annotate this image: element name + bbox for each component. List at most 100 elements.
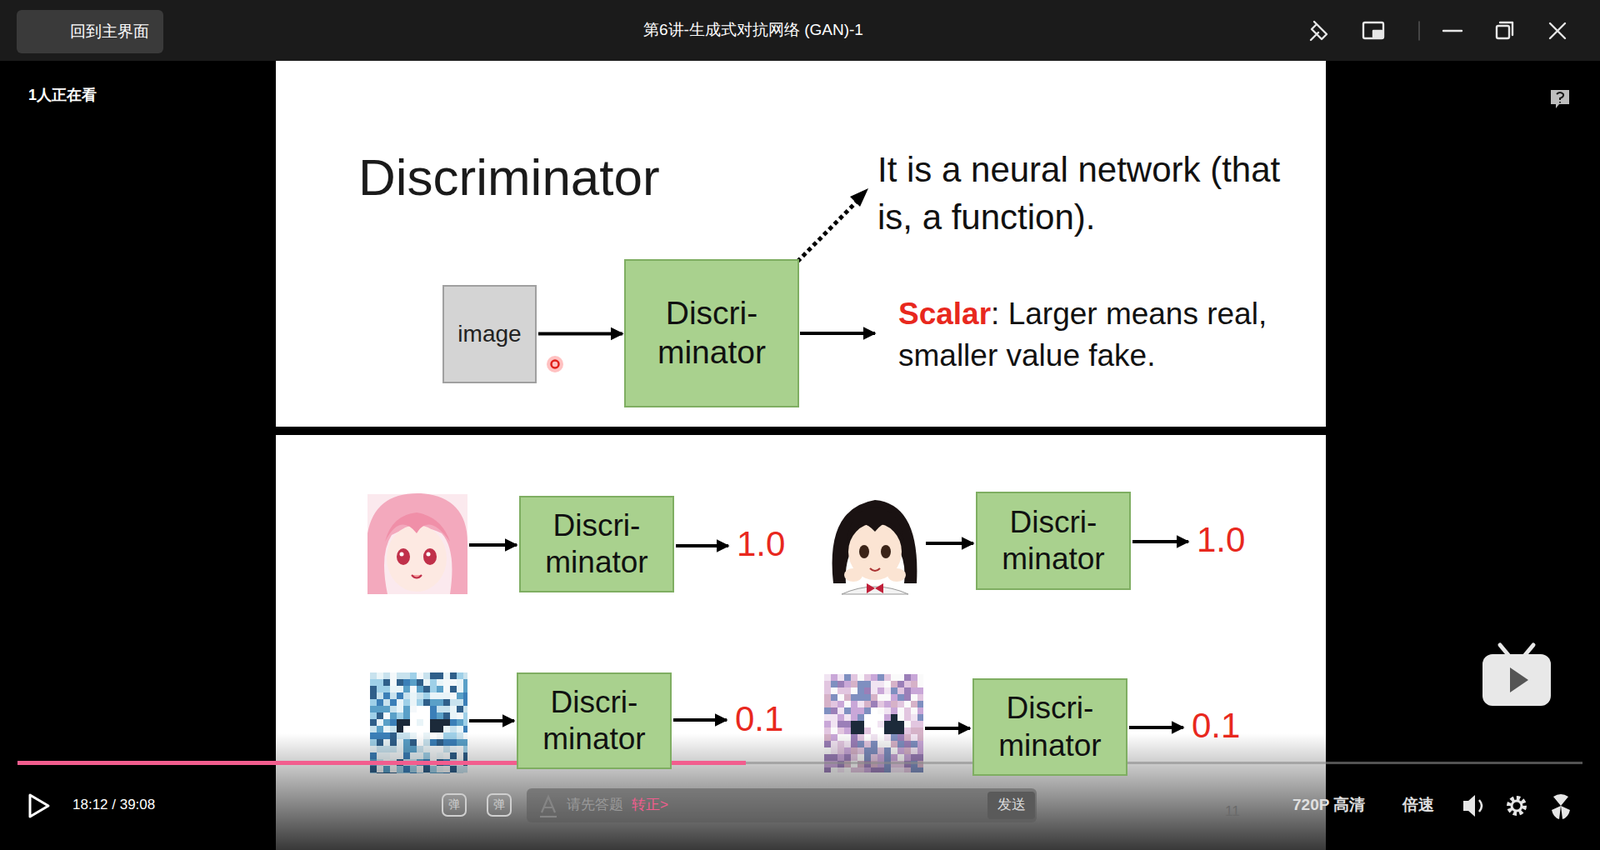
noise-pixel [897,680,905,688]
help-bubble [1550,90,1570,109]
arrow [1129,725,1184,730]
noise-pixel [430,685,437,693]
noise-pixel [904,727,911,735]
restore-icon [1496,25,1510,39]
noise-pixel [396,719,404,726]
noise-pixel [890,707,898,715]
noise-pixel [376,725,384,733]
noise-pixel [450,699,457,706]
danmaku-icons [442,794,511,816]
noise-pixel [837,700,845,708]
noise-pixel [864,707,871,715]
noise-pixel [830,680,838,688]
noise-pixel [910,707,918,715]
note-text: It is a neural network (that is, a funct… [877,146,1320,241]
noise-pixel [864,720,871,728]
dotted-arrow-head [850,188,869,207]
noise-pixel [824,720,831,728]
noise-pixel [910,714,918,721]
noise-pixel [450,685,457,693]
eye [859,545,870,559]
minimize-icon [1443,30,1462,32]
noise-pixel [910,727,918,735]
noise-pixel [844,700,851,708]
noise-pixel [370,719,377,726]
noise-pixel [396,685,404,693]
bili-tv-icon [1482,645,1551,706]
anime-thumb-dark [826,496,925,595]
noise-pixel [844,687,851,695]
noise-pixel [857,707,865,715]
noise-pixel [383,725,390,733]
noise-pixel [436,692,444,700]
tv-body [1482,654,1551,706]
arrow [673,718,727,722]
noise-pixel [857,714,865,721]
node-text: 回到主界面 [70,22,150,42]
noise-pixel [410,679,417,686]
scalar-note: Scalar: Larger means real, smaller value… [898,293,1322,377]
noise-pixel [456,725,464,733]
time-display: 18:12 / 39:08 [72,796,155,814]
noise-pixel [897,694,905,701]
settings-gear [1509,798,1525,814]
noise-pixel [436,685,444,693]
noise-pixel [870,714,878,721]
noise-pixel [884,680,891,688]
noise-pixel [897,714,905,721]
noise-pixel [877,707,885,715]
noise-pixel [370,699,377,706]
noise-pixel [837,727,845,735]
noise-pixel [410,705,417,713]
noise-pixel [850,707,858,715]
noise-pixel [830,707,838,715]
noise-pixel [463,712,468,720]
noise-pixel [910,680,918,688]
help-mark [1556,92,1564,104]
noise-pixel [917,714,924,721]
noise-pixel [423,712,430,720]
noise-pixel [450,679,457,686]
noise-pixel [824,727,831,735]
noise-pixel [423,719,430,726]
noise-pixel [824,694,831,701]
danmaku-glyph: 弹 [446,797,462,812]
noise-pixel [864,727,871,735]
noise-pixel [910,674,918,681]
noise-pixel [870,680,878,688]
pip-inner [1373,30,1382,37]
noise-pixel [910,700,918,708]
eye-shine [426,552,431,557]
noise-pixel [890,700,898,708]
noise-pixel [857,727,865,735]
eye [423,548,437,565]
slide-title: Discriminator [358,146,660,209]
noise-pixel [884,720,891,728]
noise-pixel [890,720,898,728]
noise-pixel [844,707,851,715]
noise-pixel [456,719,464,726]
noise-pixel [456,692,464,700]
noise-pixel [390,685,397,693]
noise-pixel [850,687,858,695]
mouth [870,568,880,571]
top-bar [0,0,1600,61]
noise-pixel [370,679,377,686]
page-number: 11 [1225,803,1240,820]
score-value: 0.1 [735,698,784,740]
noise-pixel [884,694,891,701]
image-box: image [442,285,537,384]
noise-pixel [416,719,424,726]
noise-pixel [877,687,885,695]
noise-pixel [410,692,417,700]
noise-pixel [383,705,390,713]
speed-button: 倍速 [1402,795,1435,815]
noise-pixel [877,720,885,728]
noise-pixel [450,672,457,680]
cursor-glow [546,355,564,373]
noise-pixel [416,679,424,686]
noise-pixel [837,680,845,688]
noise-pixel [844,680,851,688]
noise-pixel [850,700,858,708]
